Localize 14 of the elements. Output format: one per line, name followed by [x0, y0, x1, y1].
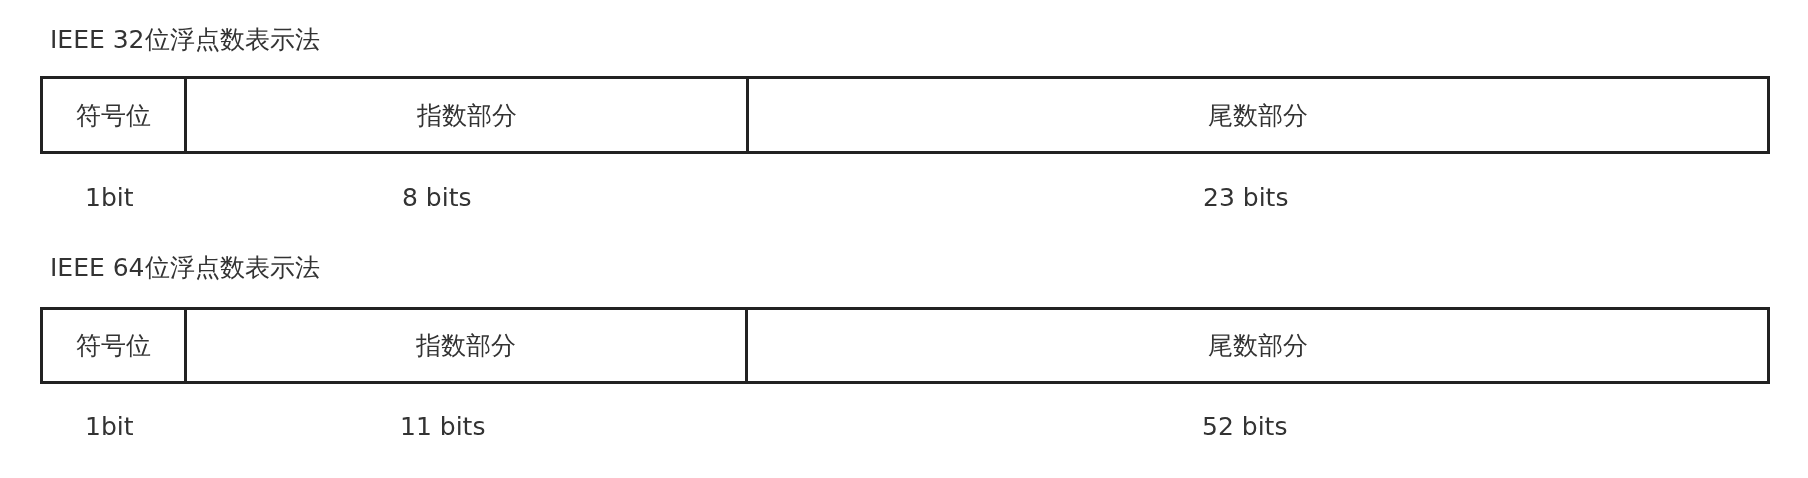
bit-count-label: 23 bits	[1203, 183, 1289, 213]
section-title: IEEE 64位浮点数表示法	[50, 253, 320, 283]
bit-field-cell: 尾数部分	[748, 310, 1767, 381]
bit-count-label: 52 bits	[1202, 412, 1288, 442]
bit-count-label: 1bit	[85, 412, 134, 442]
section-title: IEEE 32位浮点数表示法	[50, 25, 320, 55]
bit-field-cell: 尾数部分	[749, 79, 1767, 151]
bit-field-cell: 符号位	[43, 310, 187, 381]
bit-field-cell: 指数部分	[187, 79, 749, 151]
bit-count-label: 1bit	[85, 183, 134, 213]
bit-field-cell: 符号位	[43, 79, 187, 151]
bit-count-label: 11 bits	[400, 412, 486, 442]
bit-count-label: 8 bits	[402, 183, 472, 213]
bit-field-cell: 指数部分	[187, 310, 748, 381]
